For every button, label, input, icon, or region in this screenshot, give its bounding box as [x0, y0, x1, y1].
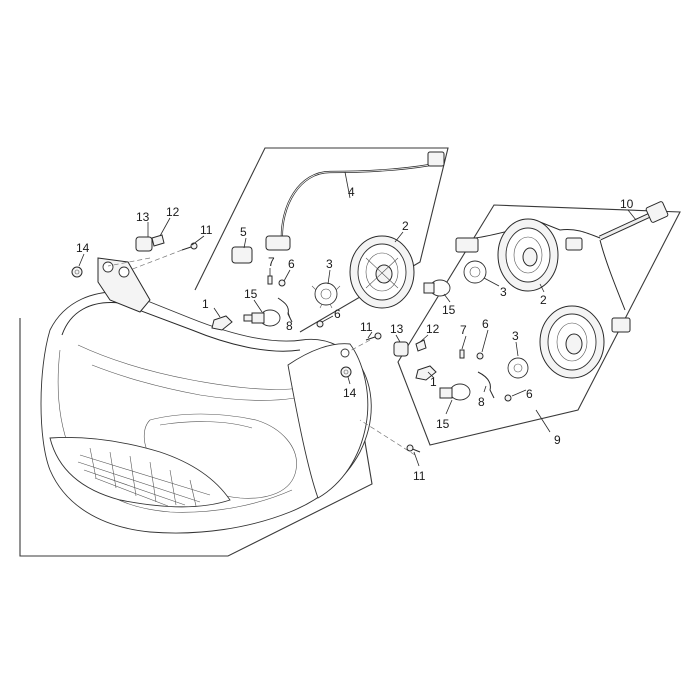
assembly-line-3 — [347, 339, 371, 353]
callout-7-upper: 7 — [268, 255, 275, 269]
retaining-ring-right-upper — [463, 260, 487, 284]
retaining-ring-upper — [311, 282, 341, 309]
callout-3-upper: 3 — [326, 257, 333, 271]
right-assembly-frame — [397, 204, 681, 446]
cable-10-connector — [645, 201, 669, 223]
reflector-right-lower — [539, 305, 605, 379]
nut-upper — [71, 266, 83, 278]
callout-6-right-b: 6 — [526, 387, 533, 401]
retaining-ring-right-lower — [507, 357, 529, 379]
callout-13-mid: 13 — [390, 322, 404, 336]
callout-11-upper: 11 — [200, 223, 213, 237]
callout-15-upper: 15 — [244, 287, 258, 301]
headlight-housing — [40, 257, 372, 534]
callout-1-right: 1 — [430, 375, 437, 389]
grommet-right — [393, 341, 409, 357]
callout-15-right: 15 — [436, 417, 450, 431]
bulb-right-upper — [423, 279, 451, 297]
callout-6-right-a: 6 — [482, 317, 489, 331]
clip-upper — [211, 315, 233, 331]
reflector-upper — [349, 235, 415, 309]
clip-right — [415, 365, 437, 381]
callout-12-upper: 12 — [166, 205, 180, 219]
callout-8-upper: 8 — [286, 319, 293, 333]
callout-4: 4 — [348, 185, 355, 199]
callout-13-upper: 13 — [136, 210, 150, 224]
callout-3-right-upper: 3 — [500, 285, 507, 299]
callout-3-right-lower: 3 — [512, 329, 519, 343]
assembly-line-2 — [129, 249, 183, 271]
callout-11-lower: 11 — [413, 469, 426, 483]
leader-lines — [78, 171, 637, 467]
callout-8-right: 8 — [478, 395, 485, 409]
nut-right — [340, 366, 352, 378]
callout-10: 10 — [620, 197, 634, 211]
callout-7-right: 7 — [460, 323, 467, 337]
callout-11-mid: 11 — [360, 320, 373, 334]
callout-2-right: 2 — [540, 293, 547, 307]
callout-14-upper: 14 — [76, 241, 90, 255]
callout-6-upper-a: 6 — [288, 257, 295, 271]
grommet-upper — [135, 236, 153, 252]
assembly-line-4 — [359, 419, 416, 456]
callout-5: 5 — [240, 225, 247, 239]
callout-1-upper: 1 — [202, 297, 209, 311]
callout-9: 9 — [554, 433, 561, 447]
bulb-right-lower — [439, 383, 471, 401]
callout-6-upper-b: 6 — [334, 307, 341, 321]
assembly-line-1 — [107, 257, 151, 267]
left-assembly-frame — [19, 318, 373, 557]
wiring-connector — [427, 151, 445, 167]
callout-14-mid: 14 — [343, 386, 357, 400]
bulb-upper — [243, 309, 281, 327]
reflector-right-upper — [497, 218, 559, 292]
callout-12-mid: 12 — [426, 322, 440, 336]
callout-labels: 13 12 11 14 5 4 2 3 7 6 1 15 8 6 15 10 2… — [76, 185, 634, 483]
callout-15-center: 15 — [442, 303, 456, 317]
callout-2-upper: 2 — [402, 219, 409, 233]
screw-lower — [406, 444, 414, 452]
